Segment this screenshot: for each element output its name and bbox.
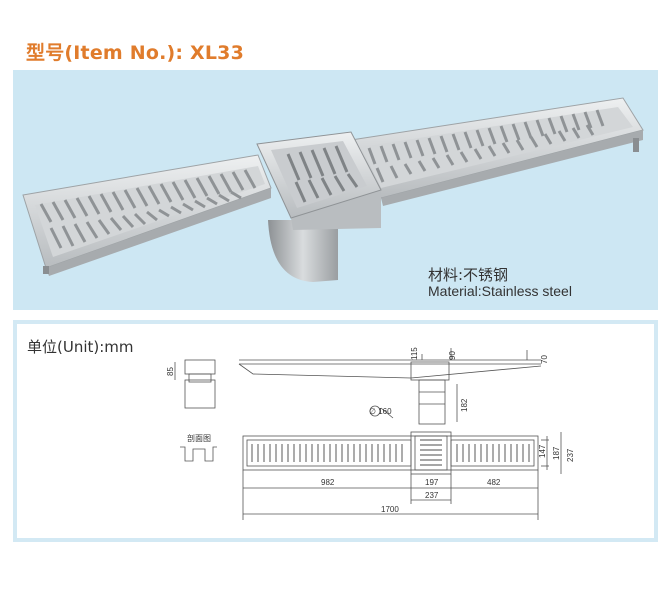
right-channel: [350, 97, 644, 206]
dim-90: 90: [448, 351, 457, 360]
technical-drawing: 剖面图 115 90 70 85 182 ∅ 160 147 187 237 9…: [166, 347, 575, 520]
unit-label: 单位(Unit):mm: [27, 338, 134, 356]
dim-147: 147: [538, 444, 547, 458]
left-channel: [22, 154, 272, 276]
dim-182: 182: [460, 398, 469, 412]
outlet-pipe: [268, 220, 338, 282]
plan-view: [242, 431, 562, 520]
end-view: [174, 359, 216, 409]
section-view: [180, 446, 217, 462]
side-elevation-view: [238, 348, 542, 425]
product-photo: [22, 97, 644, 282]
dim-237-side: 237: [566, 448, 575, 462]
material-label-cn: 材料:不锈钢: [428, 266, 509, 284]
dim-85: 85: [166, 367, 175, 376]
dim-115: 115: [410, 347, 419, 360]
dim-1700: 1700: [381, 505, 399, 514]
product-photo-panel: 材料:不锈钢 Material:Stainless steel: [13, 70, 658, 310]
dim-482: 482: [487, 478, 501, 487]
dim-982: 982: [321, 478, 335, 487]
product-title: 型号(Item No.): XL33: [26, 42, 244, 64]
material-label-en: Material:Stainless steel: [428, 283, 572, 299]
dim-197: 197: [425, 478, 439, 487]
dim-160: ∅ 160: [369, 407, 392, 416]
dim-70: 70: [540, 355, 549, 364]
dim-237-bottom: 237: [425, 491, 439, 500]
center-trap-box: [256, 131, 382, 230]
section-view-label: 剖面图: [187, 433, 211, 443]
technical-drawing-panel: 单位(Unit):mm: [13, 320, 658, 542]
dim-187: 187: [552, 446, 561, 460]
